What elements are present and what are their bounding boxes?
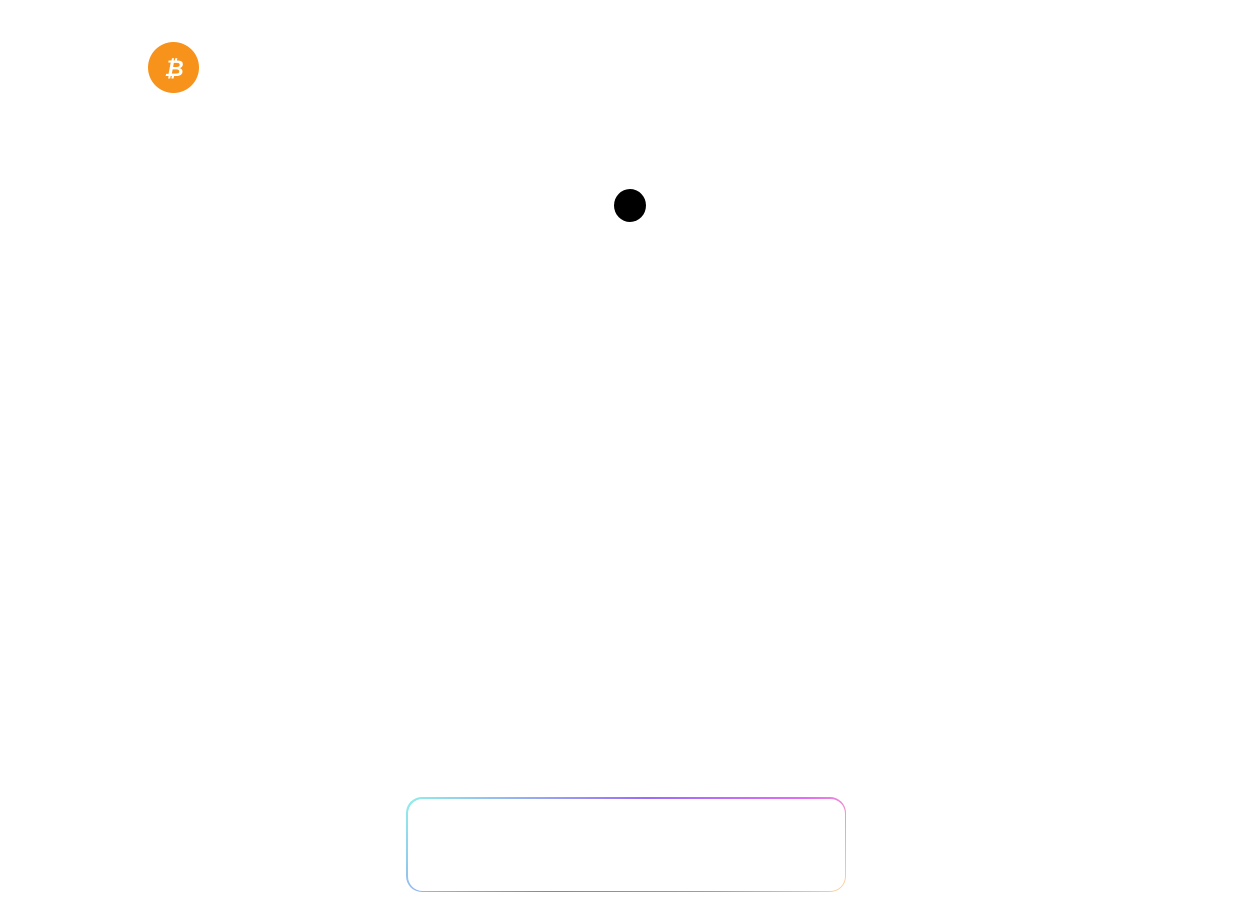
loading-dot-icon — [614, 189, 646, 222]
bitcoin-icon[interactable]: ₿ — [148, 42, 199, 93]
bitcoin-glyph: ₿ — [164, 56, 183, 81]
composer-inner — [407, 798, 845, 891]
message-input[interactable] — [407, 798, 845, 891]
composer-frame — [406, 797, 846, 892]
svg-text:₿: ₿ — [164, 56, 183, 81]
